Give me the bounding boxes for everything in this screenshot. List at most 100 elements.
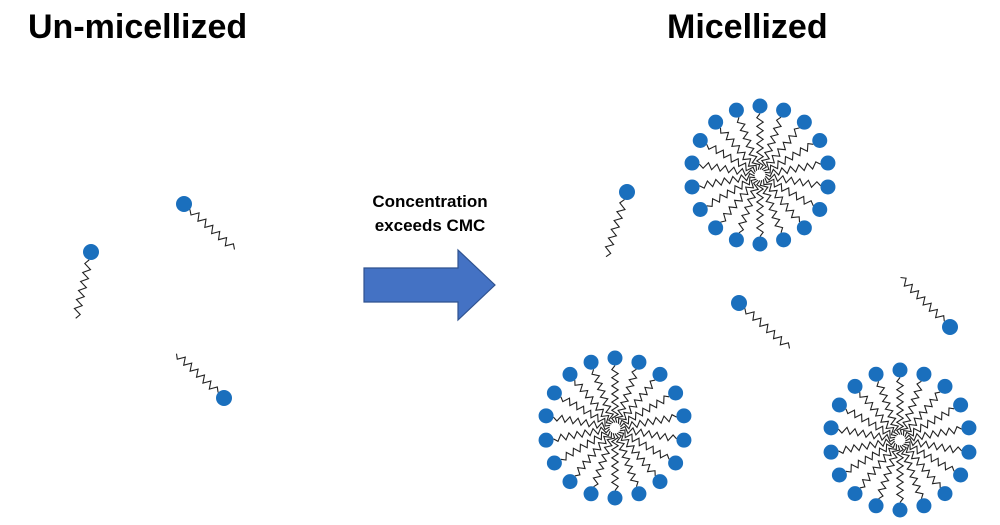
hydrophobic-tail [560,430,611,461]
hydrophilic-head [892,502,908,518]
hydrophobic-tail [619,429,670,460]
micelle [684,98,836,252]
hydrophobic-tail [720,178,757,223]
surfactant-molecule [759,180,792,248]
hydrophilic-head [631,354,647,370]
hydrophilic-head [607,490,623,506]
hydrophobic-tail [619,395,670,426]
hydrophobic-tail [591,369,615,424]
surfactant-molecule [617,366,668,424]
hydrophobic-tail [574,380,612,425]
hydrophobic-tail [763,127,800,172]
hydrophobic-tail [899,380,923,435]
hydrophobic-tail [615,432,639,487]
surfactant-molecule [583,433,616,502]
hydrophobic-tail [592,433,616,488]
hydrophobic-tail [553,426,611,443]
hydrophilic-head [796,220,812,236]
hydrophilic-head [83,244,99,260]
hydrophilic-head [796,114,812,130]
surfactant-molecule [728,102,761,170]
hydrophobic-tail [859,392,897,437]
hydrophilic-head [961,420,977,436]
hydrophobic-tail [755,180,765,237]
hydrophilic-head [752,236,768,252]
surfactant-molecule [708,114,758,171]
hydrophilic-head [538,408,554,424]
hydrophilic-head [812,133,828,148]
hydrophobic-tail [73,259,92,319]
surfactant-molecule [868,445,901,514]
arrow-label: Concentration exceeds CMC [330,190,530,238]
hydrophobic-tail [762,179,801,223]
surfactant-molecule [831,442,896,483]
hydrophilic-head [812,202,828,217]
hydrophilic-head [652,474,668,490]
hydrophobic-tail [719,127,758,171]
hydrophilic-head [892,362,908,378]
hydrophilic-head [868,366,884,382]
surfactant-molecule [900,444,932,514]
surfactant-molecule [905,437,977,460]
transition-arrow [363,248,496,322]
surfactant-molecule [620,425,692,448]
hydrophobic-tail [904,425,962,442]
surfactant-molecule [764,177,828,217]
surfactant-molecule [831,397,896,439]
hydrophobic-tail [744,308,791,349]
hydrophobic-tail [900,276,945,322]
hydrophobic-tail [614,368,638,423]
hydrophilic-head [776,102,792,118]
hydrophobic-tail [845,408,896,439]
hydrophobic-tail [699,161,755,177]
hydrophobic-tail [604,199,626,258]
micelle [538,350,692,506]
hydrophobic-tail [736,117,761,170]
hydrophilic-head [823,420,839,436]
hydrophilic-head [652,366,668,382]
micelle [823,362,977,518]
hydrophobic-tail [876,381,900,436]
hydrophobic-tail [905,437,963,454]
hydrophilic-head [823,444,839,460]
surfactant-molecule [823,420,895,443]
hydrophobic-tail [175,353,219,393]
hydrophilic-head [820,155,836,171]
surfactant-molecule [607,433,623,506]
surfactant-molecule [604,184,635,258]
hydrophilic-head [728,102,744,118]
hydrophobic-tail [760,116,783,171]
surfactant-molecule [904,397,969,438]
surfactant-molecule [902,378,953,436]
hydrophobic-tail [189,209,236,250]
hydrophobic-tail [904,441,955,472]
hydrophobic-tail [900,444,924,499]
hydrophilic-head [692,202,708,217]
surfactant-molecule [765,155,836,178]
hydrophilic-head [953,467,969,483]
hydrophobic-tail [895,377,905,435]
hydrophilic-head [916,498,932,514]
hydrophobic-tail [845,442,896,473]
hydrophobic-tail [552,414,610,431]
hydrophilic-head [961,444,977,460]
surfactant-molecule [692,176,756,217]
hydrophobic-tail [764,142,814,174]
title-un-micellized: Un-micellized [28,8,248,46]
hydrophobic-tail [837,426,895,443]
surfactant-molecule [763,114,812,172]
hydrophilic-head [831,397,847,413]
hydrophilic-head [562,366,578,382]
hydrophobic-tail [859,444,898,489]
hydrophilic-head [847,486,863,502]
hydrophobic-tail [737,179,760,234]
hydrophobic-tail [706,176,756,208]
surfactant-molecule [728,179,760,248]
surfactant-molecule [562,432,613,490]
surfactant-molecule [904,420,977,442]
hydrophobic-tail [618,431,656,476]
hydrophilic-head [538,432,554,448]
surfactant-molecule [847,378,897,437]
hydrophilic-head [668,455,684,471]
